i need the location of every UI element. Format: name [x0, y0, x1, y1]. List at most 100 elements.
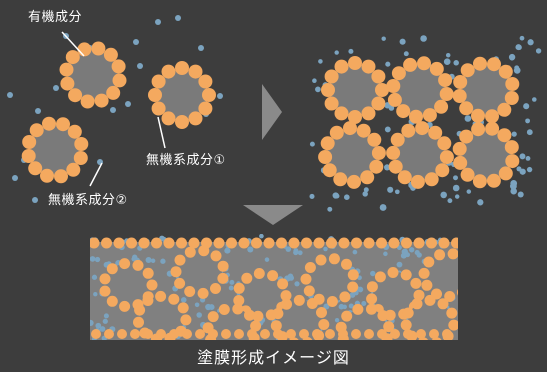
inorganic-1-particle	[386, 145, 401, 160]
inorganic-1-particle	[142, 267, 154, 279]
inorganic-1-particle	[360, 170, 375, 185]
inorganic-1-particle	[444, 291, 456, 302]
inorganic-1-particle	[326, 296, 338, 307]
inorganic-1-particle	[213, 237, 225, 249]
inorganic-1-particle	[161, 64, 176, 79]
inorganic-1-particle	[111, 59, 126, 74]
inorganic-1-particle	[363, 237, 375, 249]
inorganic-1-particle	[403, 57, 418, 72]
inorganic-2-particle	[309, 141, 315, 147]
inorganic-1-particle	[306, 298, 318, 309]
inorganic-1-particle	[74, 137, 89, 151]
inorganic-2-particle	[452, 184, 460, 192]
inorganic-2-particle	[348, 303, 354, 309]
inorganic-1-particle	[104, 329, 114, 339]
inorganic-1-particle	[498, 64, 513, 79]
inorganic-2-particle	[334, 317, 340, 323]
inorganic-2-particle	[454, 194, 460, 199]
inorganic-2-particle	[466, 189, 472, 194]
inorganic-1-particle	[437, 298, 449, 310]
inorganic-1-particle	[119, 258, 131, 270]
inorganic-1-particle	[184, 286, 196, 297]
inorganic-1-particle	[163, 237, 175, 249]
inorganic-1-particle	[401, 237, 412, 249]
inorganic-1-particle	[138, 237, 150, 249]
inorganic-2-particle	[12, 175, 18, 181]
inorganic-2-particle	[35, 108, 41, 114]
inorganic-2-particle	[53, 85, 59, 91]
inorganic-2-particle	[285, 246, 292, 252]
inorganic-1-particle	[413, 237, 425, 249]
inorganic-1-particle	[401, 123, 416, 138]
inorganic-2-particle	[352, 249, 358, 255]
inorganic-1-particle	[439, 87, 454, 101]
inorganic-1-particle	[232, 303, 244, 315]
inorganic-2-particle	[525, 155, 531, 161]
inorganic-2-particle	[383, 251, 388, 257]
inorganic-2-particle	[175, 15, 181, 21]
inorganic-1-particle	[369, 159, 384, 174]
inorganic-1-particle	[177, 302, 189, 314]
inorganic-2-particle	[519, 153, 526, 160]
inorganic-1-particle	[161, 111, 176, 126]
inorganic-2-particle	[312, 78, 317, 83]
inorganic-1-particle	[250, 320, 262, 332]
inorganic-1-particle	[303, 285, 315, 297]
inorganic-1-particle	[217, 272, 229, 284]
inorganic-1-particle	[252, 310, 264, 322]
organic-particle	[308, 258, 352, 302]
inorganic-1-particle	[226, 237, 237, 249]
inorganic-1-particle	[29, 123, 44, 138]
inorganic-1-particle	[156, 329, 166, 339]
inorganic-1-particle	[221, 329, 231, 339]
inorganic-2-particle	[93, 291, 98, 297]
inorganic-2-particle	[440, 191, 447, 199]
organic-particle	[329, 64, 381, 116]
inorganic-1-particle	[466, 265, 477, 276]
inorganic-1-particle	[417, 56, 431, 71]
inorganic-1-particle	[325, 329, 335, 339]
inorganic-1-particle	[101, 237, 112, 249]
inorganic-1-particle	[267, 270, 279, 282]
inorganic-2-particle	[363, 187, 369, 193]
inorganic-1-particle	[472, 174, 487, 189]
inorganic-1-particle	[452, 89, 467, 103]
organic-particle	[140, 296, 184, 340]
inorganic-1-particle	[424, 172, 439, 187]
inorganic-2-particle	[509, 55, 515, 61]
inorganic-2-particle	[110, 107, 116, 113]
inorganic-1-particle	[452, 141, 467, 156]
inorganic-1-particle	[453, 155, 468, 170]
inorganic-1-particle	[334, 106, 349, 121]
inorganic-1-particle	[170, 266, 182, 278]
inorganic-1-particle	[253, 268, 265, 279]
inorganic-1-particle	[505, 154, 520, 169]
inorganic-1-particle	[168, 293, 180, 305]
inorganic-1-particle	[188, 237, 200, 249]
inorganic-1-particle	[195, 329, 205, 339]
inorganic-2-particle	[401, 248, 408, 255]
inorganic-1-particle	[73, 151, 88, 165]
inorganic-1-particle	[299, 329, 309, 339]
inorganic-1-particle	[322, 163, 337, 178]
inorganic-1-particle	[119, 300, 131, 312]
inorganic-1-particle	[260, 329, 270, 339]
inorganic-2-particle	[7, 92, 13, 98]
organic-pointer-line	[61, 31, 85, 57]
label-pointer-lines	[61, 31, 166, 187]
inorganic-1-particle	[438, 237, 450, 249]
inorganic-1-particle	[347, 281, 359, 293]
organic-particle	[178, 250, 222, 294]
inorganic-2-particle	[160, 258, 166, 264]
inorganic-2-particle	[229, 279, 235, 285]
inorganic-1-particle	[453, 75, 468, 89]
inorganic-1-particle	[54, 169, 68, 184]
inorganic-2-particle	[323, 303, 330, 310]
inorganic-2-particle	[90, 256, 96, 262]
inorganic-1-particle	[377, 310, 389, 322]
inorganic-1-particle	[426, 237, 437, 249]
inorganic-1-particle	[103, 47, 118, 62]
organic-particle	[106, 263, 150, 307]
inorganic-2-particle	[519, 35, 525, 41]
inorganic-1-particle	[276, 237, 287, 249]
